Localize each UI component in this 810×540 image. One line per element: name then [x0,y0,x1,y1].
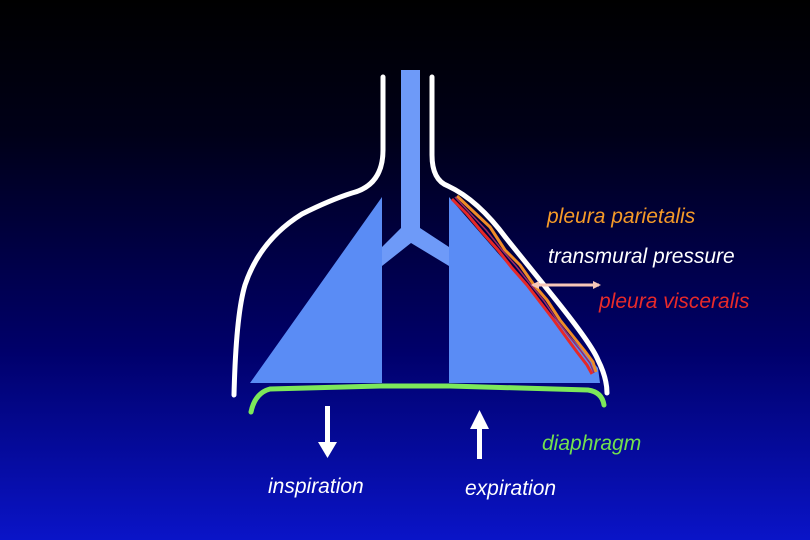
right-lung [449,197,600,383]
label-pleura-parietalis: pleura parietalis [547,205,696,228]
label-transmural-pressure: transmural pressure [548,245,735,268]
inspiration-arrow [318,406,337,458]
label-expiration: expiration [465,477,557,500]
pleura-parietalis-line [455,194,598,373]
label-pleura-visceralis: pleura visceralis [599,290,750,313]
label-diaphragm: diaphragm [542,432,642,455]
diaphragm-line [248,383,607,415]
expiration-arrow [470,410,489,459]
chest-wall-left [231,74,386,398]
airway [382,70,449,266]
pleura-space-line [454,196,595,374]
label-inspiration: inspiration [268,475,364,498]
left-lung [250,197,382,383]
pleura-visceralis-line [450,197,594,375]
chest-wall-right [429,74,610,396]
